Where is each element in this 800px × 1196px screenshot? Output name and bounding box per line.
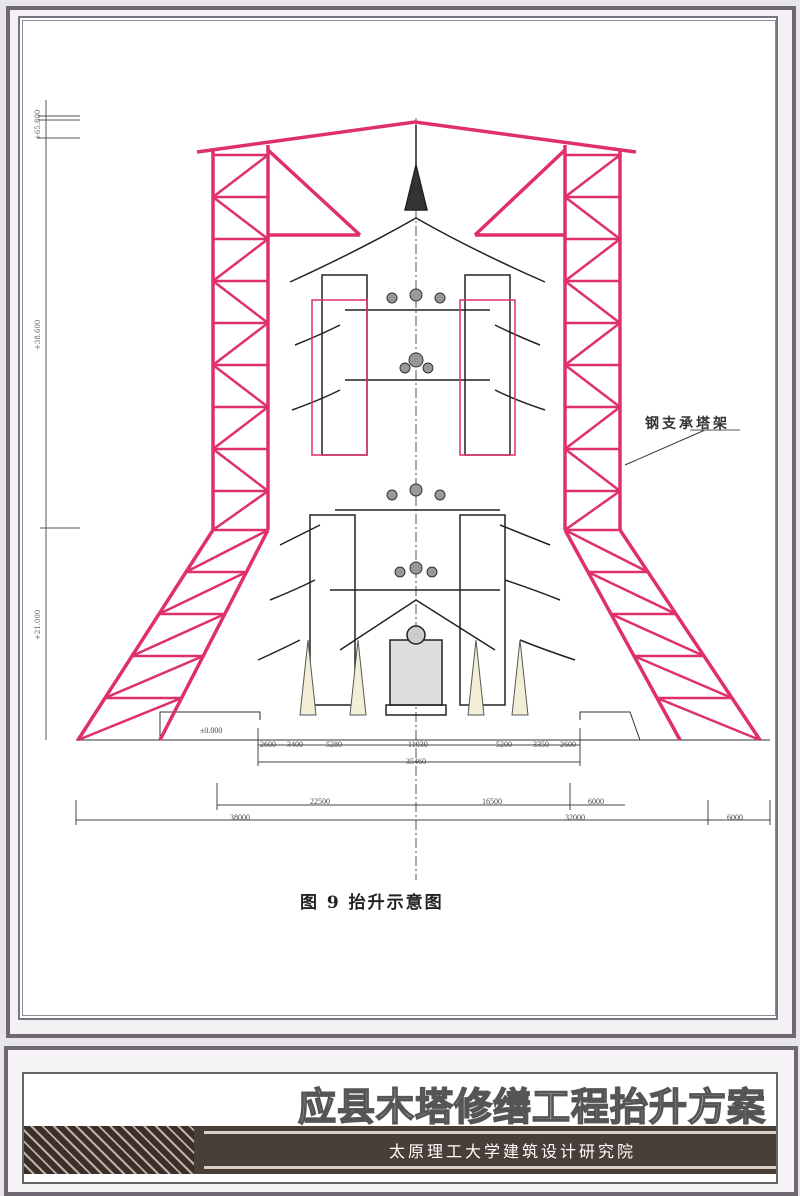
banner-panel: 应县木塔修缮工程抬升方案 太原理工大学建筑设计研究院 — [22, 1072, 778, 1184]
dimension-lines — [75, 728, 771, 825]
truss-member — [212, 406, 269, 450]
truss-member — [564, 322, 621, 366]
truss-member — [212, 196, 269, 240]
dim-row1-1: 3400 — [287, 740, 303, 749]
truss-member — [212, 448, 269, 492]
truss-member — [564, 528, 649, 574]
drawing-panel — [22, 20, 776, 1016]
truss-member — [212, 364, 269, 408]
truss-member — [564, 406, 621, 450]
truss-member — [212, 280, 269, 324]
figure-caption: 图 9 抬升示意图 — [300, 893, 444, 913]
truss-member — [564, 489, 621, 532]
callout-steel-support-tower: 钢支承塔架 — [645, 416, 730, 432]
dim-row1-2: 5280 — [326, 740, 342, 749]
dim-row1-6: 2600 — [560, 740, 576, 749]
truss-member — [212, 238, 269, 282]
elevation-label-low: +21.000 — [34, 609, 42, 640]
dim-row1-3: 11030 — [408, 740, 428, 749]
elevation-mark: ±0.000 — [200, 726, 223, 735]
truss-member — [587, 570, 677, 616]
project-title: 应县木塔修缮工程抬升方案 — [297, 1084, 766, 1130]
truss-member — [77, 696, 183, 742]
dim-row4-2: 6000 — [727, 813, 743, 822]
dim-row1-0: 2600 — [260, 740, 276, 749]
truss-member — [104, 654, 204, 700]
ground-line — [76, 711, 770, 741]
ornamental-band: 太原理工大学建筑设计研究院 — [24, 1126, 776, 1174]
elevation-label-top: +65.800 — [34, 109, 42, 140]
dim-row3-2: 6000 — [588, 797, 604, 806]
truss-member — [564, 280, 621, 324]
band-stripe-top — [204, 1131, 776, 1134]
title-banner: 应县木塔修缮工程抬升方案 太原理工大学建筑设计研究院 — [4, 1046, 798, 1196]
dim-total: 35460 — [406, 757, 426, 766]
lift-frame-upper — [311, 299, 516, 456]
truss-member — [656, 696, 761, 742]
elevation-label-mid: +38.600 — [34, 319, 42, 350]
truss-member — [131, 612, 226, 658]
lifting-diagram — [38, 100, 771, 880]
truss-member — [610, 612, 705, 658]
truss-member — [158, 570, 247, 616]
institute-name: 太原理工大学建筑设计研究院 — [389, 1142, 637, 1161]
dim-row1-4: 5200 — [496, 740, 512, 749]
dim-row4-0: 38000 — [230, 813, 250, 822]
callout-leader — [624, 429, 706, 466]
band-stripe-bottom — [204, 1166, 776, 1169]
truss-member — [564, 196, 621, 240]
dim-row3-0: 22500 — [310, 797, 330, 806]
truss-member — [212, 489, 269, 532]
pagoda-elevation — [257, 125, 576, 716]
dim-row1-5: 3350 — [533, 740, 549, 749]
truss-member — [564, 364, 621, 408]
truss-member — [212, 154, 269, 198]
truss-member — [564, 154, 621, 198]
truss-member — [185, 528, 269, 574]
truss-member — [633, 654, 733, 700]
truss-member — [212, 322, 269, 366]
dim-row4-1: 32000 — [565, 813, 585, 822]
steel-support-truss[interactable] — [76, 120, 762, 742]
ornament-pattern-icon — [24, 1126, 194, 1174]
truss-member — [564, 238, 621, 282]
elevation-axis — [38, 100, 80, 740]
dim-row3-1: 16500 — [482, 797, 502, 806]
truss-member — [564, 448, 621, 492]
